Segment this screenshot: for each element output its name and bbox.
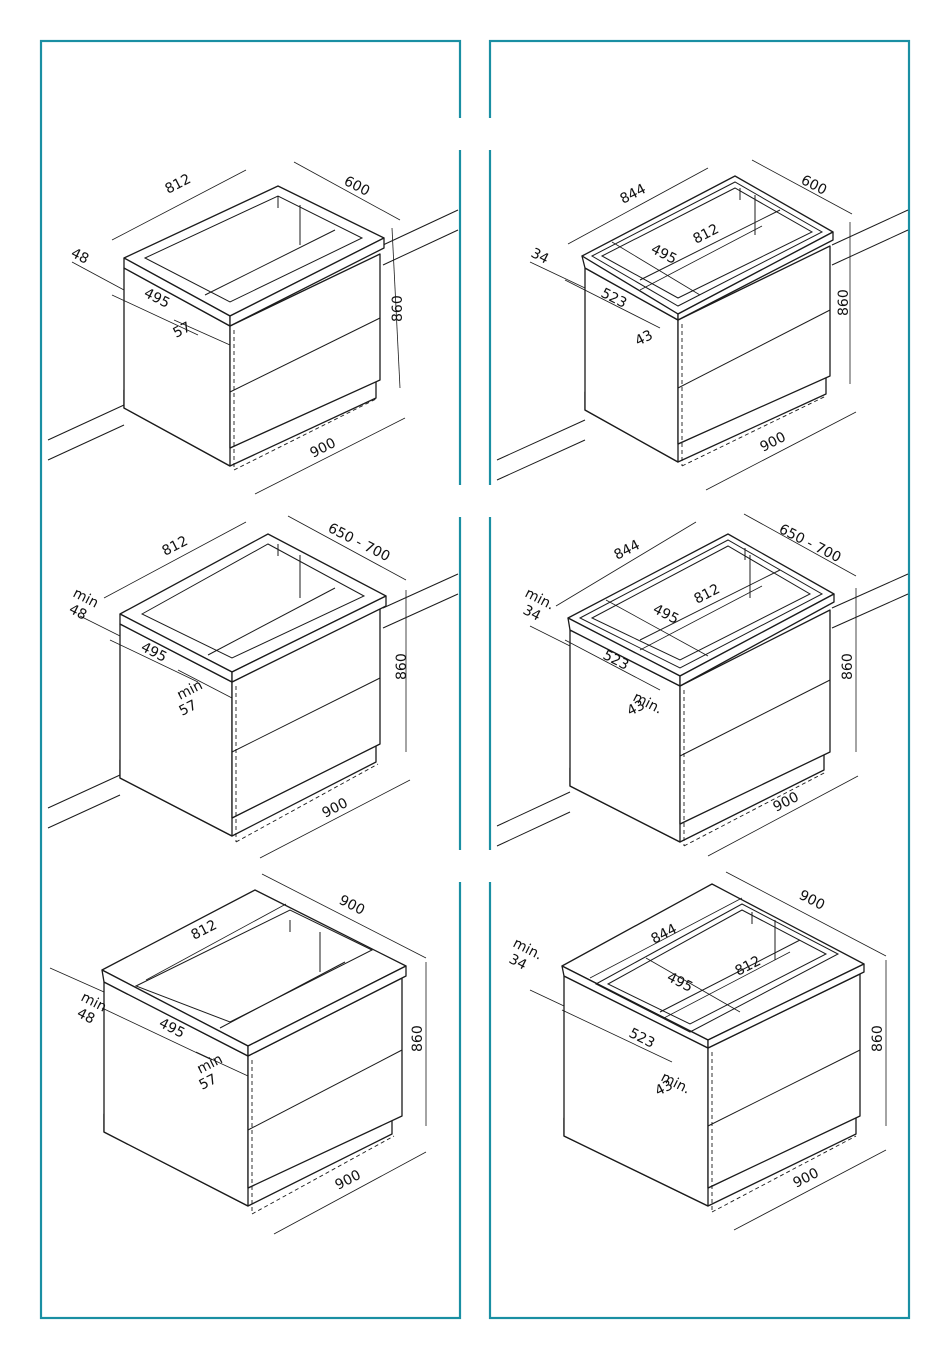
diagram-cabinet-650-700-induction: 844 650 - 700 min. 34 495 812 523 min. 4…: [497, 514, 908, 856]
diagram-cabinet-600-gas: 812 600 48 495 57 860 900: [48, 162, 458, 494]
dim-height: 860: [390, 295, 406, 322]
dim-height: 860: [394, 653, 410, 680]
dim-depth: 900: [796, 887, 827, 913]
dim-height: 860: [836, 289, 852, 316]
diagram-cabinet-900-induction: 844 900 min. 34 495 812 523 min. 43 860 …: [506, 872, 886, 1230]
dim-offset: 34: [528, 245, 551, 267]
diagram-cabinet-650-700-gas: 812 650 - 700 min 48 495 min 57 860 900: [48, 516, 458, 858]
dim-height: 860: [870, 1025, 886, 1052]
dim-depth: 600: [798, 172, 829, 198]
dim-height: 860: [840, 653, 856, 680]
dim-width-bottom: 900: [333, 1167, 364, 1193]
dim-width-top: 812: [160, 533, 191, 559]
dim-width-bottom: 900: [791, 1165, 822, 1191]
dim-width-bottom: 900: [308, 435, 339, 461]
diagram-cabinet-600-induction: 844 600 34 495 812 523 43 860 900: [497, 160, 908, 490]
dim-width-outer: 844: [618, 181, 649, 207]
dim-width-bottom: 900: [320, 795, 351, 821]
dim-width-outer: 844: [612, 537, 643, 563]
dim-width-bottom: 900: [758, 429, 789, 455]
dim-height: 860: [410, 1025, 426, 1052]
dim-offset: 48: [68, 245, 91, 267]
diagram-cabinet-900-gas: 812 900 min 48 495 min 57 860 900: [50, 874, 426, 1234]
dim-width-top: 812: [163, 171, 194, 197]
dim-depth: 600: [341, 173, 372, 199]
dim-depth: 650 - 700: [325, 520, 392, 565]
dim-depth: 650 - 700: [776, 521, 843, 566]
